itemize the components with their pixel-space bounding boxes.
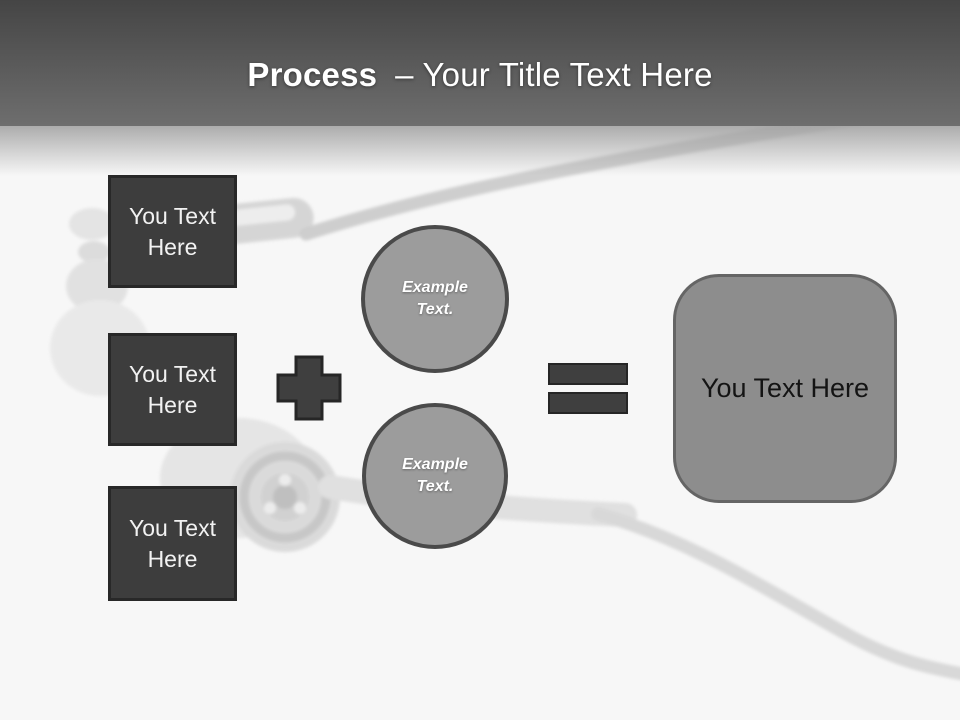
example-circle-2[interactable]: Example Text. [362,403,508,549]
plus-icon [276,355,342,421]
input-box-3-label: You Text Here [129,514,216,572]
example-circle-1-label: Example Text. [402,279,468,318]
input-box-1-label: You Text Here [129,202,216,260]
example-circle-1[interactable]: Example Text. [361,225,509,373]
title-bar: Process – Your Title Text Here [0,0,960,126]
input-box-3[interactable]: You Text Here [108,486,237,601]
equals-top-bar [548,363,628,385]
result-box-label: You Text Here [700,373,870,403]
page-title-bold: Process [247,56,378,93]
page-title: Process – Your Title Text Here [247,56,712,94]
page-title-rest: – Your Title Text Here [395,56,713,93]
input-box-1[interactable]: You Text Here [108,175,237,288]
example-circle-2-label: Example Text. [402,456,468,495]
equals-icon [548,363,628,414]
input-box-2[interactable]: You Text Here [108,333,237,446]
result-box[interactable]: You Text Here [673,274,897,503]
equals-bottom-bar [548,392,628,414]
input-box-2-label: You Text Here [129,360,216,418]
header-fade [0,126,960,176]
